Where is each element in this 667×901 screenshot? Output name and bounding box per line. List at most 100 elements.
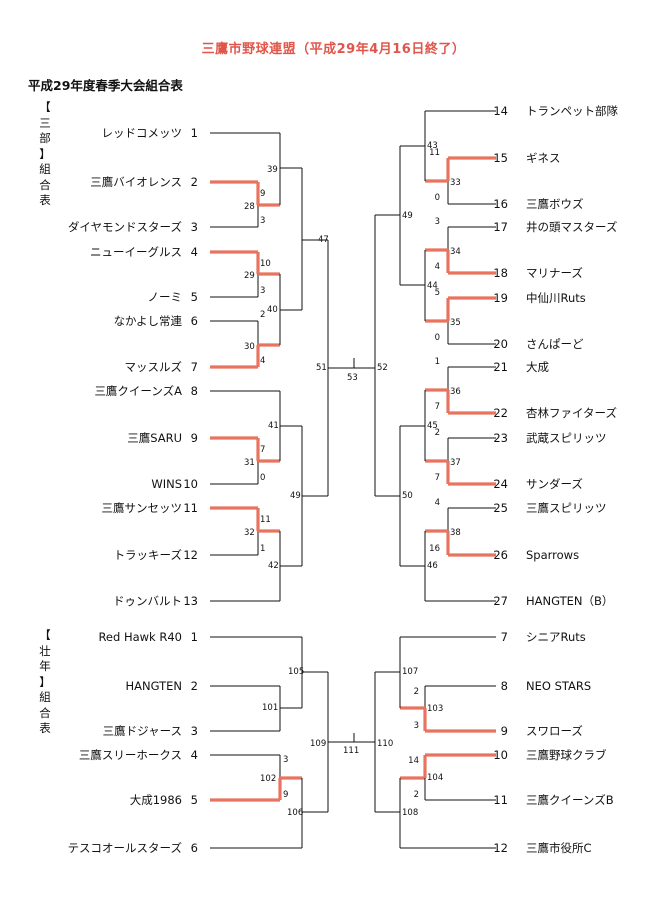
team-seed: 27: [493, 594, 508, 608]
match-score: 1: [260, 544, 265, 554]
match-score: 4: [435, 498, 440, 508]
team-name: レッドコメッツ: [102, 126, 183, 140]
match-number: 30: [244, 342, 255, 352]
match-score: 9: [283, 790, 288, 800]
team-seed: 4: [191, 748, 198, 762]
match-score: 2: [414, 687, 419, 697]
team-seed: 1: [191, 630, 198, 644]
match-number: 43: [427, 141, 438, 151]
team-name: 中仙川Ruts: [526, 291, 586, 305]
team-name: マリナーズ: [526, 266, 583, 280]
team-seed: 20: [493, 337, 508, 351]
team-name: 井の頭マスターズ: [526, 220, 617, 234]
team-seed: 3: [191, 220, 198, 234]
match-number: 34: [450, 247, 461, 257]
match-score: 3: [414, 721, 419, 731]
match-number: 105: [288, 667, 304, 677]
team-seed: 2: [191, 679, 198, 693]
match-number: 40: [267, 305, 278, 315]
team-seed: 3: [191, 724, 198, 738]
match-number: 109: [310, 739, 326, 749]
match-score: 5: [435, 288, 440, 298]
senior-label: 【 壮 年 】 組 合 表: [39, 628, 51, 735]
team-name: さんぱーど: [526, 337, 584, 351]
match-score: 4: [260, 356, 265, 366]
team-name: トラッキーズ: [114, 548, 182, 562]
team-name: 三鷹市役所C: [526, 841, 592, 855]
team-name: 武蔵スピリッツ: [526, 431, 607, 445]
match-score: 3: [283, 755, 288, 765]
team-name: Sparrows: [526, 548, 579, 562]
team-name: 三鷹バイオレンス: [90, 175, 182, 189]
team-name: 三鷹野球クラブ: [526, 748, 607, 762]
match-score: 11: [260, 515, 271, 525]
team-name: NEO STARS: [526, 679, 591, 693]
team-name: 大成: [526, 360, 549, 374]
page-title: 三鷹市野球連盟（平成29年4月16日終了）: [201, 42, 466, 57]
team-seed: 13: [183, 594, 198, 608]
match-number: 42: [268, 561, 279, 571]
team-name: シニアRuts: [526, 630, 586, 644]
team-seed: 6: [191, 841, 198, 855]
team-seed: 21: [493, 360, 508, 374]
team-name: HANGTEN: [125, 679, 182, 693]
match-number: 49: [402, 211, 413, 221]
match-score: 7: [260, 445, 265, 455]
team-seed: 15: [493, 151, 508, 165]
match-score: 11: [429, 148, 440, 158]
team-seed: 17: [493, 220, 508, 234]
team-seed: 12: [183, 548, 198, 562]
match-number: 38: [450, 528, 461, 538]
match-number: 108: [402, 808, 418, 818]
match-number: 52: [377, 363, 388, 373]
team-name: ニューイーグルス: [90, 245, 182, 259]
team-name: ダイヤモンドスターズ: [68, 220, 182, 234]
team-name: 三鷹サンセッツ: [102, 501, 183, 515]
team-name: ノーミ: [148, 290, 183, 304]
team-seed: 23: [493, 431, 508, 445]
match-number: 45: [427, 421, 438, 431]
match-score: 0: [260, 473, 265, 483]
match-score: 2: [414, 790, 419, 800]
match-number: 101: [262, 703, 278, 713]
team-seed: 9: [501, 724, 508, 738]
team-name: テスコオールスターズ: [68, 841, 182, 855]
match-number: 37: [450, 458, 461, 468]
match-score: 3: [435, 217, 440, 227]
team-seed: 14: [493, 104, 508, 118]
team-name: 三鷹クイーンズB: [526, 793, 614, 807]
team-seed: 2: [191, 175, 198, 189]
team-name: WINS: [151, 477, 182, 491]
team-name: ギネス: [526, 151, 561, 165]
team-seed: 24: [493, 477, 508, 491]
match-score: 2: [260, 310, 265, 320]
match-number: 49: [290, 491, 301, 501]
match-score: 3: [260, 286, 265, 296]
match-number: 29: [244, 271, 255, 281]
team-seed: 19: [493, 291, 508, 305]
match-number: 35: [450, 318, 461, 328]
team-name: 杏林ファイターズ: [526, 406, 617, 420]
team-seed: 10: [183, 477, 198, 491]
team-name: マッスルズ: [125, 360, 183, 374]
team-seed: 25: [493, 501, 508, 515]
team-seed: 10: [493, 748, 508, 762]
team-seed: 16: [493, 197, 508, 211]
match-number: 50: [402, 491, 413, 501]
match-score: 0: [435, 333, 440, 343]
match-number: 41: [268, 421, 279, 431]
team-name: 三鷹スピリッツ: [526, 501, 607, 515]
match-number: 107: [402, 667, 418, 677]
team-name: なかよし常連: [114, 314, 183, 328]
team-seed: 5: [191, 290, 198, 304]
team-name: ドゥンバルト: [113, 594, 182, 608]
team-seed: 7: [501, 630, 508, 644]
team-seed: 8: [191, 384, 198, 398]
match-number: 103: [427, 704, 443, 714]
team-seed: 4: [191, 245, 198, 259]
match-number: 44: [427, 281, 438, 291]
match-number: 28: [244, 202, 255, 212]
match-number: 106: [287, 808, 303, 818]
team-seed: 12: [493, 841, 508, 855]
